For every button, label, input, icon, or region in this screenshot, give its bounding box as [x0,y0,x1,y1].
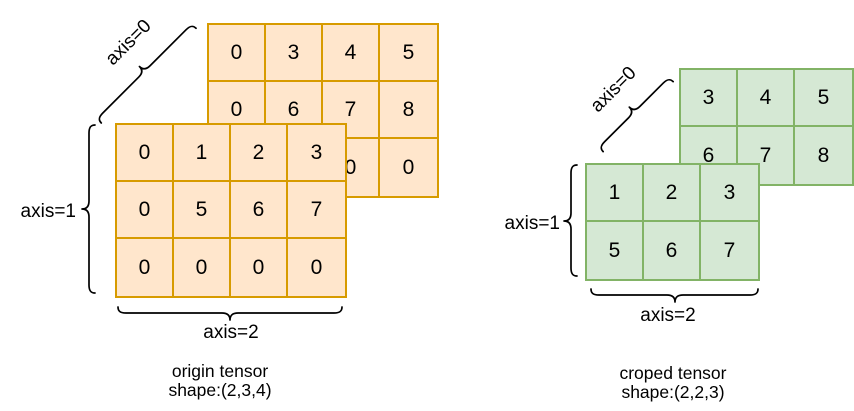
tensor-cell: 0 [117,125,174,182]
origin-caption-title: origin tensor [171,361,269,381]
tensor-cell: 2 [231,125,288,182]
tensor-cell: 5 [380,25,437,82]
tensor-cell: 2 [644,165,701,222]
tensor-cell: 3 [681,70,738,127]
tensor-cell: 0 [323,139,380,196]
cropped-axis0-brace [600,78,675,153]
tensor-cell: 3 [266,25,323,82]
cropped-tensor-caption: croped tensor shape:(2,2,3) [573,364,773,402]
origin-axis2-label: axis=2 [203,322,259,343]
tensor-cell: 0 [117,182,174,239]
tensor-cell: 5 [587,222,644,279]
tensor-cell: 4 [738,70,795,127]
origin-axis2-brace [117,306,343,321]
tensor-cell: 7 [323,82,380,139]
cropped-axis2-brace [590,288,759,303]
tensor-cell: 8 [380,82,437,139]
tensor-cell: 0 [209,25,266,82]
tensor-cell: 3 [288,125,345,182]
tensor-cell: 1 [587,165,644,222]
origin-caption-shape: shape:(2,3,4) [168,380,272,400]
tensor-cell: 5 [174,182,231,239]
tensor-cell: 0 [402,155,415,179]
tensor-cell: 0 [117,239,174,296]
origin-tensor-caption: origin tensor shape:(2,3,4) [120,362,320,400]
tensor-cell: 6 [681,127,738,184]
cropped-axis2-label: axis=2 [640,305,696,326]
tensor-cell: 0 [174,239,231,296]
cropped-tensor-front-layer: 1 2 3 5 6 7 [585,163,760,281]
tensor-cell: 6 [231,182,288,239]
tensor-cell: 8 [817,143,830,167]
tensor-cell: 7 [288,182,345,239]
tensor-cell: 0 [310,255,323,279]
tensor-cell: 1 [174,125,231,182]
origin-tensor-back-layer: 0 3 4 5 0 6 7 8 0 0 [207,23,439,198]
tensor-cell: 7 [723,238,736,262]
origin-axis1-label: axis=1 [20,201,76,222]
cropped-caption-title: croped tensor [619,363,727,383]
tensor-cell: 0 [231,239,288,296]
tensor-cell: 5 [795,70,852,127]
origin-axis0-brace [98,25,197,124]
cropped-caption-shape: shape:(2,2,3) [621,382,725,402]
tensor-cell: 7 [738,127,795,184]
origin-tensor-front-layer: 0 1 2 3 0 5 6 7 0 0 0 0 [115,123,347,298]
cropped-axis1-label: axis=1 [504,213,560,234]
tensor-cell: 6 [644,222,701,279]
tensor-cell: 3 [701,165,758,222]
cropped-axis1-brace [563,164,578,277]
tensor-cell: 4 [323,25,380,82]
origin-axis1-brace [81,124,96,294]
